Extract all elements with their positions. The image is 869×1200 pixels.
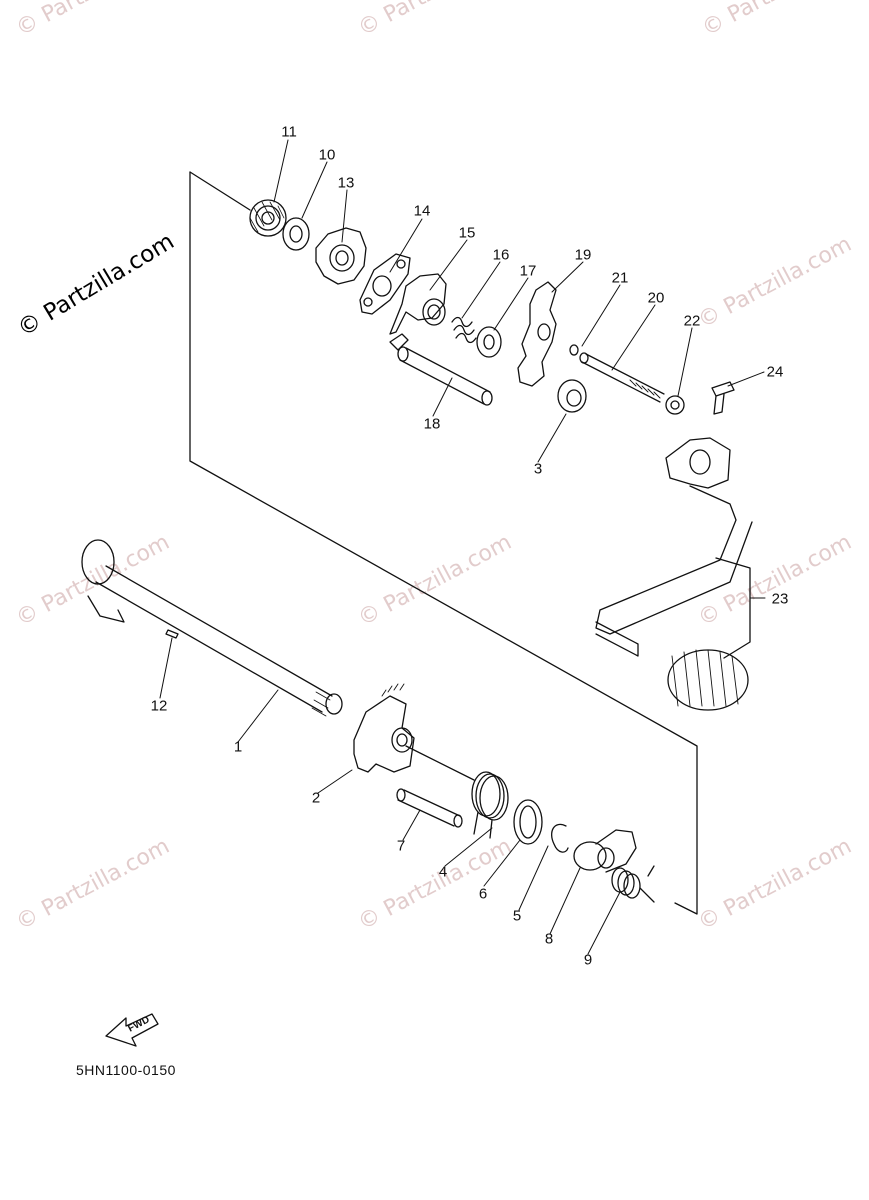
fwd-arrow-icon — [105, 1013, 159, 1047]
part-3-collar[interactable] — [557, 379, 587, 413]
part-11-bearing[interactable] — [249, 199, 287, 237]
part-21-circlip[interactable] — [569, 344, 579, 356]
callout-7[interactable]: 7 — [396, 837, 406, 855]
callout-6[interactable]: 6 — [478, 885, 488, 903]
fwd-label: FWD — [126, 1014, 151, 1034]
callout-16[interactable]: 16 — [492, 246, 510, 264]
callout-10[interactable]: 10 — [318, 146, 336, 164]
part-13-segment[interactable] — [315, 227, 367, 285]
callout-22[interactable]: 22 — [683, 312, 701, 330]
part-17-washer[interactable] — [476, 326, 502, 358]
callout-20[interactable]: 20 — [647, 289, 665, 307]
callout-15[interactable]: 15 — [458, 224, 476, 242]
part-10-washer[interactable] — [282, 217, 310, 251]
part-4-spring[interactable] — [471, 771, 509, 839]
part-23-shift-pedal[interactable] — [595, 437, 753, 711]
part-12-pin[interactable] — [165, 629, 179, 639]
part-22-nut[interactable] — [665, 395, 685, 415]
callout-4[interactable]: 4 — [438, 863, 448, 881]
part-24-bolt[interactable] — [711, 381, 735, 415]
assembly-outline — [189, 171, 698, 915]
callout-1[interactable]: 1 — [233, 738, 243, 756]
callout-5[interactable]: 5 — [512, 907, 522, 925]
callout-23[interactable]: 23 — [771, 590, 789, 608]
part-1-shift-shaft[interactable] — [81, 539, 343, 717]
part-18-pin[interactable] — [397, 346, 493, 406]
part-15-lever[interactable] — [389, 273, 447, 351]
callout-9[interactable]: 9 — [583, 951, 593, 969]
callout-14[interactable]: 14 — [413, 202, 431, 220]
part-8-guide[interactable] — [573, 829, 637, 873]
part-5-circlip[interactable] — [551, 823, 569, 853]
callout-17[interactable]: 17 — [519, 262, 537, 280]
callout-21[interactable]: 21 — [611, 269, 629, 287]
part-6-washer[interactable] — [513, 799, 543, 845]
callout-11[interactable]: 11 — [281, 123, 297, 141]
callout-19[interactable]: 19 — [574, 246, 592, 264]
part-7-pin[interactable] — [396, 788, 463, 828]
callout-18[interactable]: 18 — [423, 415, 441, 433]
callout-12[interactable]: 12 — [150, 697, 168, 715]
part-16-spring[interactable] — [451, 316, 477, 344]
callout-3[interactable]: 3 — [533, 460, 543, 478]
callout-2[interactable]: 2 — [311, 789, 321, 807]
part-19-lever[interactable] — [517, 281, 557, 387]
diagram-code: 5HN1100-0150 — [76, 1062, 176, 1078]
callout-13[interactable]: 13 — [337, 174, 355, 192]
part-2-shift-arm[interactable] — [353, 683, 475, 781]
leader-lines — [159, 139, 766, 955]
callout-8[interactable]: 8 — [544, 930, 554, 948]
callout-24[interactable]: 24 — [766, 363, 784, 381]
part-14-plate[interactable] — [359, 253, 411, 315]
frame-top-leader — [189, 171, 251, 211]
part-20-shaft[interactable] — [579, 352, 665, 403]
part-9-spring[interactable] — [611, 865, 655, 903]
